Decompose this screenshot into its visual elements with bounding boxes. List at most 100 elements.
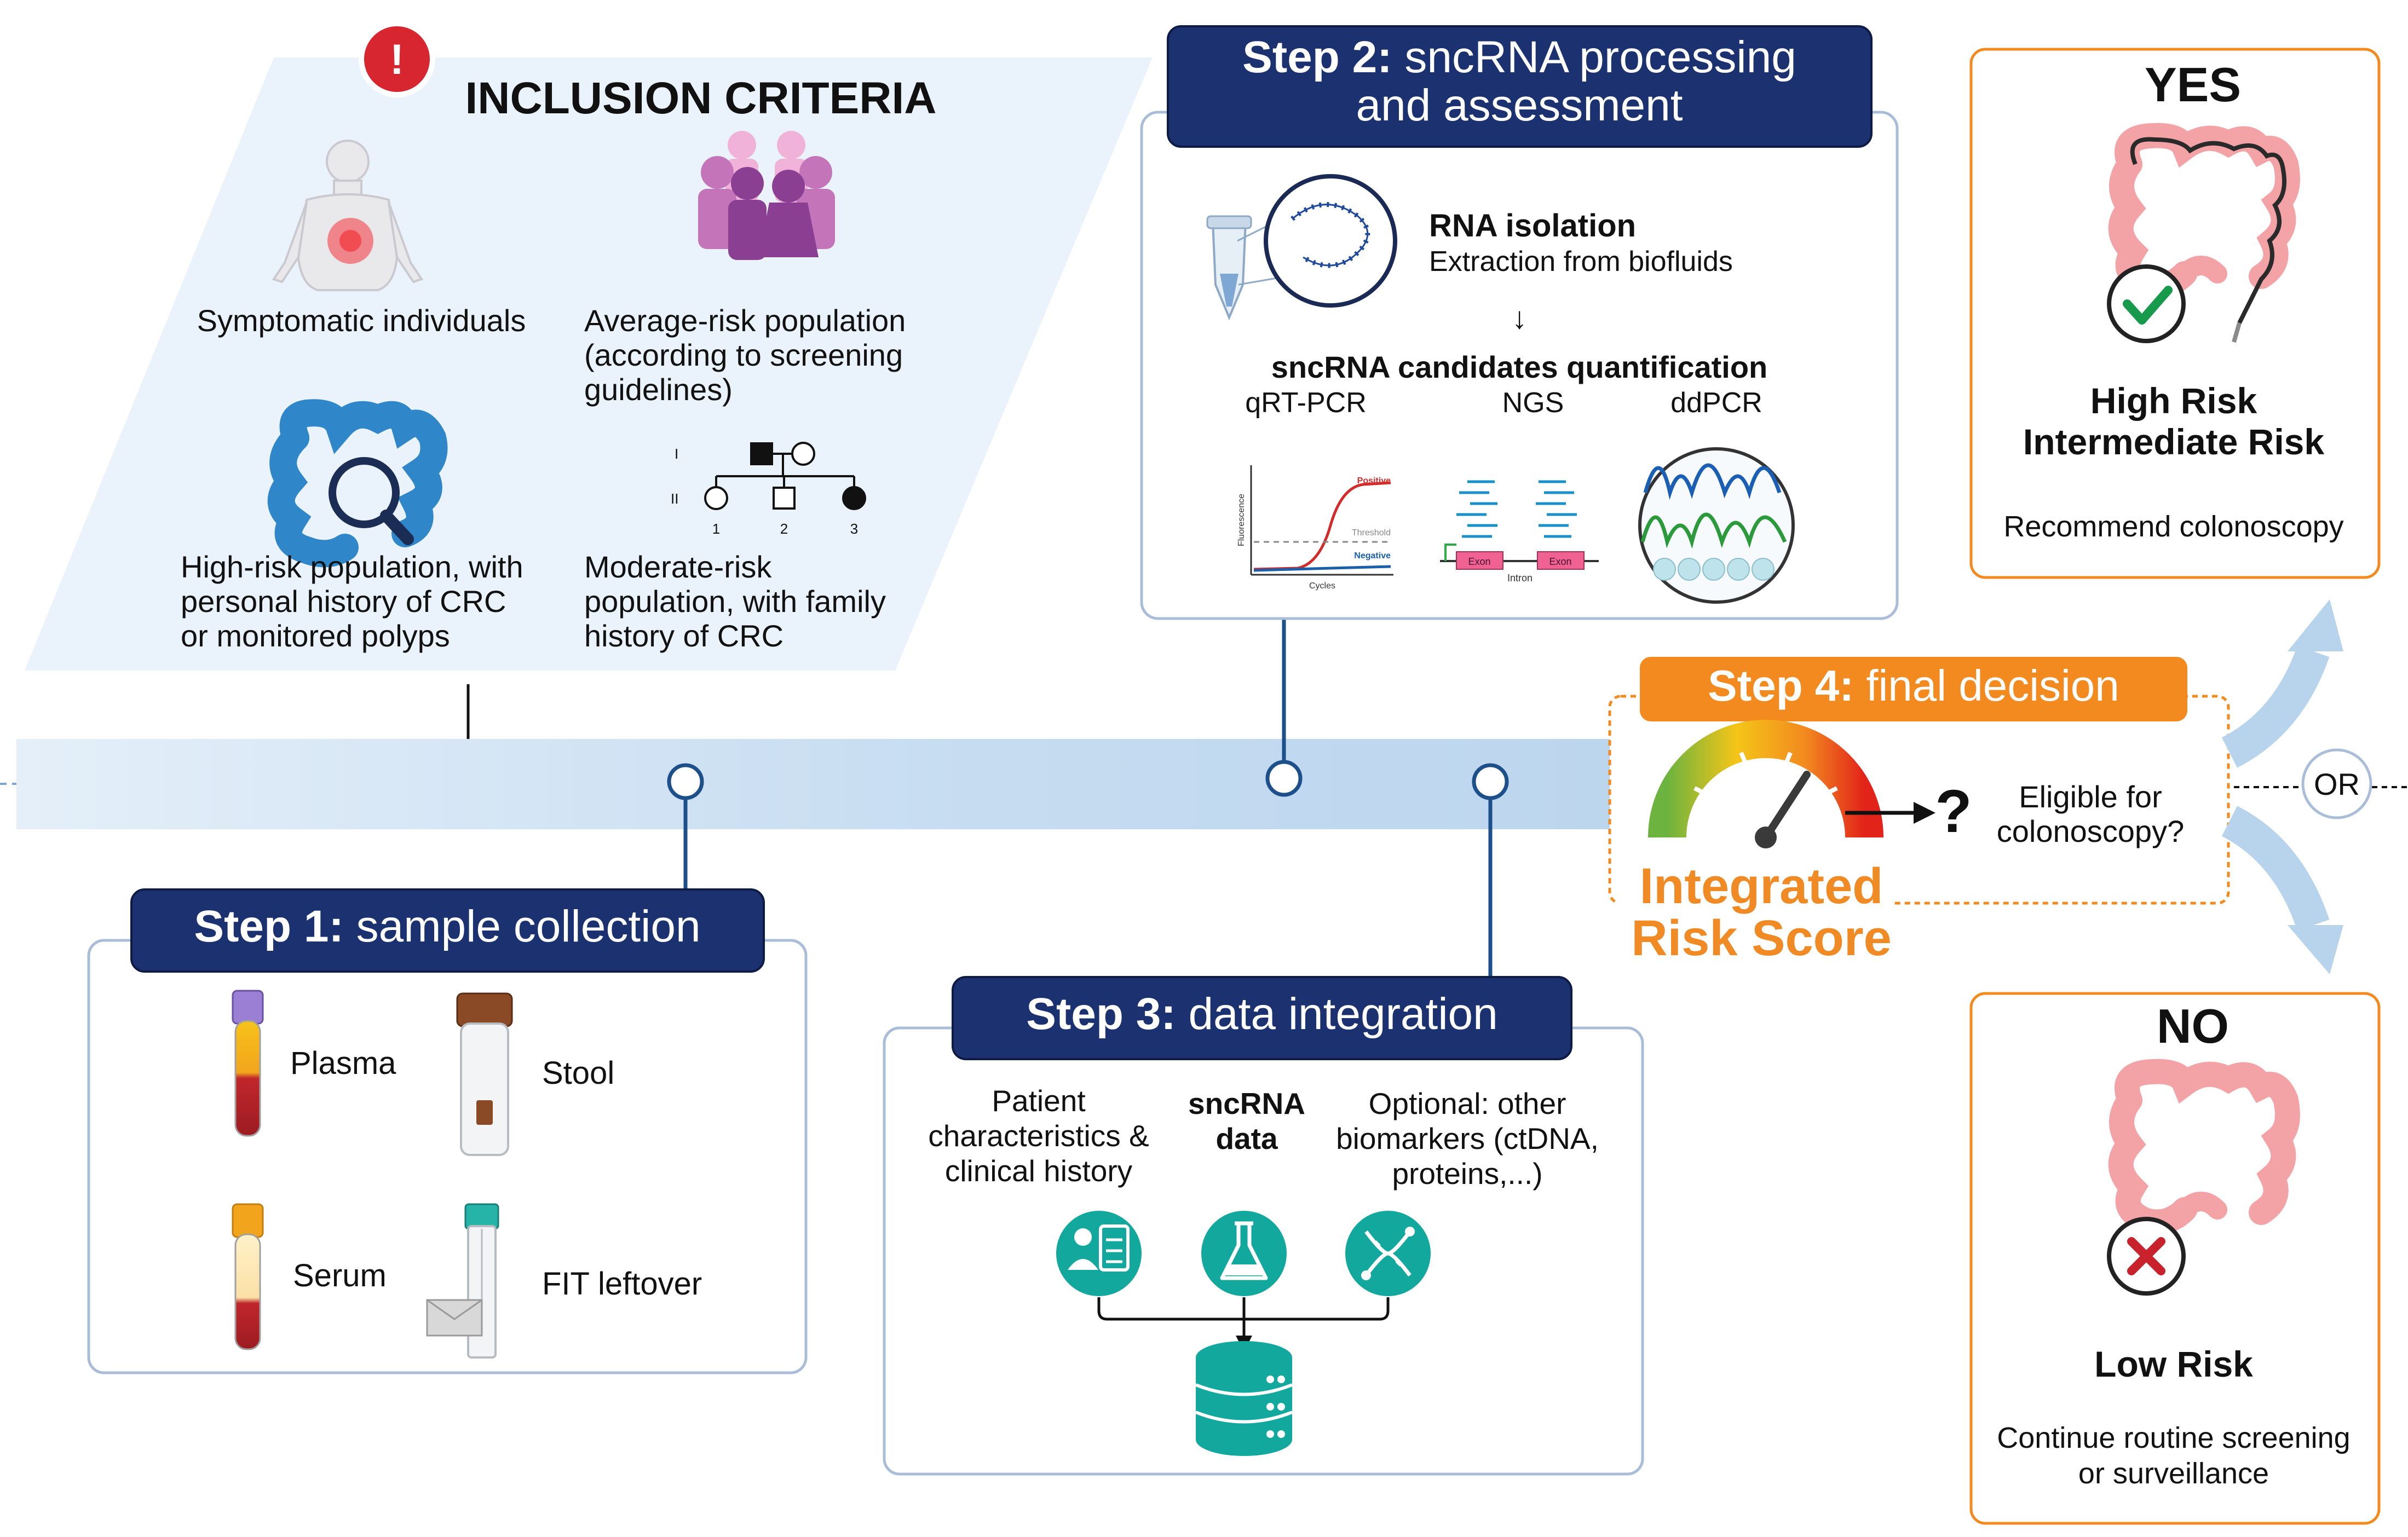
svg-text:personal history of CRC: personal history of CRC (181, 584, 506, 619)
svg-text:Patient: Patient (992, 1084, 1085, 1118)
svg-text:or monitored polyps: or monitored polyps (181, 619, 450, 653)
integration-connector-lines (1097, 1297, 1390, 1338)
step3-header (952, 976, 1572, 1060)
svg-text:Optional: other: Optional: other (1369, 1087, 1566, 1120)
risk-gauge-icon (1648, 720, 1883, 848)
step2-title-line2: and assessment (1356, 80, 1683, 130)
step1-header (130, 888, 765, 973)
symptomatic-label: Symptomatic individuals (197, 303, 526, 338)
colon-scope-icon (2108, 123, 2300, 343)
step3-box: Step 3: data integration Patient charact… (883, 976, 1644, 1476)
no-risk: Low Risk (2094, 1344, 2253, 1384)
rna-isolation-subtitle: Extraction from biofluids (1429, 246, 1733, 278)
qpcr-threshold-label: Threshold (1352, 528, 1391, 538)
qpcr-x-label: Cycles (1309, 581, 1335, 591)
stool-label: Stool (542, 1055, 614, 1091)
yes-action: Recommend colonoscopy (2003, 510, 2343, 543)
svg-text:guidelines): guidelines) (584, 372, 733, 407)
yes-branch-arrow (2221, 599, 2343, 768)
database-icon (1195, 1341, 1293, 1456)
step3-title: Step 3: data integration (1026, 989, 1498, 1039)
no-action-line1: Continue routine screening (1997, 1422, 2350, 1454)
method-qrtpcr: qRT-PCR (1245, 387, 1367, 419)
svg-text:characteristics &: characteristics & (928, 1119, 1149, 1153)
ngs-reads-icon: Exon Exon Intron (1440, 480, 1599, 583)
svg-text:data: data (1215, 1122, 1278, 1155)
cross-icon (2107, 1217, 2186, 1296)
svg-text:history of CRC: history of CRC (584, 619, 784, 653)
check-icon (2107, 264, 2186, 343)
colon-magnifier-icon (267, 399, 448, 568)
integrated-score-line1: Integrated (1640, 858, 1883, 914)
method-ddpcr: ddPCR (1670, 387, 1762, 419)
pedigree-gen2: II (671, 490, 678, 507)
pedigree-gen1: I (675, 446, 678, 462)
inclusion-criteria-panel: ! INCLUSION CRITERIA Symptomatic individ… (25, 21, 1153, 671)
no-label: NO (2157, 999, 2229, 1053)
serum-label: Serum (293, 1258, 387, 1293)
svg-text:proteins,...): proteins,...) (1392, 1157, 1542, 1191)
method-ngs: NGS (1502, 387, 1564, 419)
no-outcome-box: NO Low Risk Continue routine screening o… (1969, 992, 2381, 1525)
qpcr-curve-icon: Positive Threshold Negative Cycles Fluor… (1237, 465, 1393, 591)
pedigree-n2: 2 (780, 521, 788, 537)
svg-text:sncRNA: sncRNA (1188, 1087, 1305, 1120)
eligible-line2: colonoscopy? (1997, 814, 2184, 848)
question-mark: ? (1935, 778, 1972, 845)
or-badge: OR (2301, 748, 2372, 819)
ngs-intron-label: Intron (1507, 573, 1533, 583)
rna-down-arrow: ↓ (1512, 301, 1527, 335)
no-branch-arrow (2221, 806, 2343, 974)
score-label-backdrop (1618, 857, 1894, 966)
step1-title: Step 1: sample collection (194, 902, 700, 951)
ngs-exon-label-2: Exon (1549, 556, 1571, 567)
quantification-title: sncRNA candidates quantification (1271, 350, 1768, 384)
sncrna-data-label: sncRNA data (1188, 1087, 1305, 1155)
patient-characteristics-label: Patient characteristics & clinical histo… (928, 1084, 1149, 1188)
moderate-risk-label: Moderate-risk population, with family hi… (584, 550, 886, 653)
rna-isolation-icon (1206, 174, 1397, 321)
high-risk-label: High-risk population, with personal hist… (181, 550, 523, 653)
dna-icon (1345, 1211, 1431, 1296)
fit-leftover-label: FIT leftover (542, 1266, 702, 1302)
average-risk-label: Average-risk population (according to sc… (584, 303, 906, 407)
svg-text:biomarkers (ctDNA,: biomarkers (ctDNA, (1336, 1122, 1599, 1155)
flask-icon (1201, 1211, 1287, 1296)
inclusion-title: INCLUSION CRITERIA (465, 73, 937, 123)
gauge-to-question-arrow (1845, 802, 1935, 824)
step2-header (1167, 25, 1873, 148)
step1-connector (667, 763, 704, 891)
eligible-line1: Eligible for (2019, 779, 2162, 814)
svg-text:Moderate-risk: Moderate-risk (584, 550, 772, 584)
ngs-exon-label-1: Exon (1468, 556, 1490, 567)
qpcr-negative-label: Negative (1354, 551, 1391, 561)
integrated-score-line2: Risk Score (1631, 910, 1892, 966)
step2-title-line1: Step 2: sncRNA processing (1242, 32, 1796, 82)
svg-text:population, with family: population, with family (584, 584, 886, 619)
svg-text:Average-risk population: Average-risk population (584, 303, 906, 338)
step4-title: Step 4: final decision (1708, 661, 2119, 710)
rna-isolation-title: RNA isolation (1429, 208, 1636, 244)
alert-icon: ! (359, 21, 435, 97)
yes-risk-line1: High Risk (2090, 380, 2257, 421)
no-action-line2: or surveillance (2078, 1457, 2269, 1490)
qpcr-positive-label: Positive (1357, 476, 1391, 486)
ddpcr-droplets-icon (1638, 447, 1795, 604)
step1-box: Step 1: sample collection Plasma Stool S… (87, 888, 808, 1374)
or-label: OR (2314, 767, 2360, 801)
serum-tube-icon (232, 1203, 264, 1350)
step4-panel: Step 4: final decision ? Eligible for co… (1608, 657, 2230, 966)
step2-connector (1265, 620, 1303, 797)
svg-text:(according to screening: (according to screening (584, 338, 903, 372)
yes-label: YES (2145, 57, 2241, 112)
symptomatic-person-icon (272, 140, 424, 291)
step3-connector (1472, 763, 1509, 977)
plasma-label: Plasma (290, 1045, 396, 1081)
yes-risk-line2: Intermediate Risk (2023, 421, 2324, 462)
pedigree-n1: 1 (712, 521, 720, 537)
population-group-icon (698, 131, 835, 260)
yes-outcome-box: YES High Risk Intermediate Risk Recommen… (1969, 48, 2381, 579)
qpcr-y-label: Fluorescence (1237, 494, 1246, 546)
step2-box: Step 2: sncRNA processing and assessment… (1140, 25, 1899, 620)
svg-text:clinical history: clinical history (945, 1154, 1133, 1188)
